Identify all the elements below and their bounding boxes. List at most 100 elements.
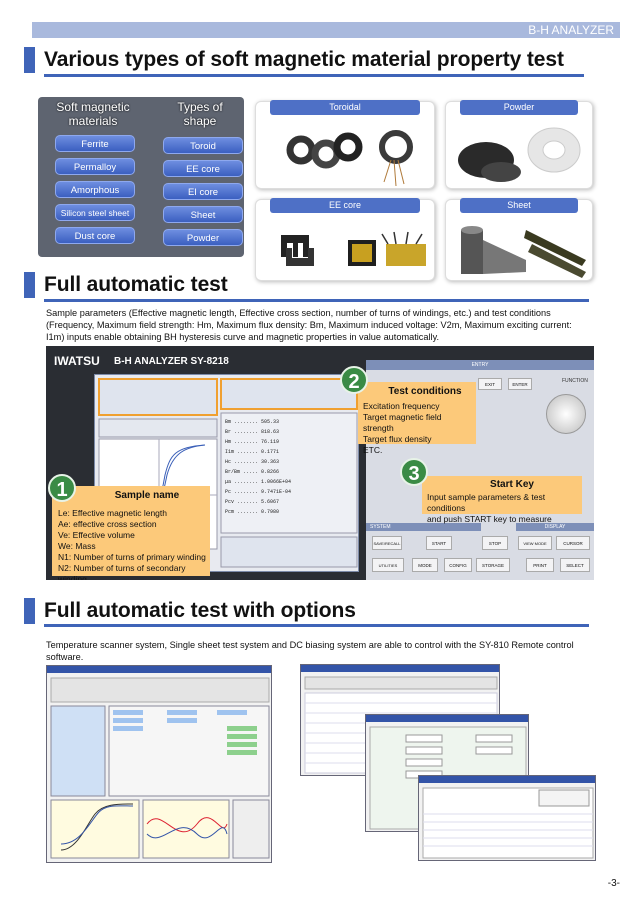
page-number: -3-	[607, 878, 620, 889]
section-title: Various types of soft magnetic material …	[44, 48, 564, 71]
window-titlebar	[366, 715, 528, 722]
photo-label: Toroidal	[270, 100, 420, 115]
section-heading-1: Various types of soft magnetic material …	[24, 45, 564, 75]
start-button[interactable]: START	[426, 536, 452, 550]
brand-logo: IWATSU	[54, 354, 100, 368]
sheet-image	[461, 226, 586, 278]
callout-title: Sample name	[114, 490, 180, 501]
svg-text:I1m ....... 0.1771: I1m ....... 0.1771	[225, 449, 279, 455]
material-item: Silicon steel sheet	[55, 204, 135, 221]
select-button[interactable]: SELECT	[560, 558, 590, 572]
svg-text:Bm ........ 505.33: Bm ........ 505.33	[225, 419, 279, 425]
section-underline	[44, 74, 584, 77]
materials-column-title: Soft magnetic materials	[56, 100, 130, 128]
mode-button[interactable]: MODE	[412, 558, 438, 572]
utilities-button[interactable]: UTILITIES	[372, 558, 404, 572]
callout-line: Input sample parameters & test condition…	[427, 492, 546, 513]
callout-line: ETC.	[363, 445, 383, 455]
section-underline	[44, 299, 589, 302]
svg-text:Br/Bm ..... 0.8266: Br/Bm ..... 0.8266	[225, 469, 279, 475]
entry-label: ENTRY	[366, 360, 594, 370]
photo-toroidal: Toroidal	[255, 100, 435, 189]
toroid-image	[286, 130, 413, 187]
material-item: Ferrite	[55, 135, 135, 152]
svg-text:Br ........ 818.63: Br ........ 818.63	[225, 429, 279, 435]
software-list-graphic	[422, 787, 594, 859]
remote-software-screenshot-4	[418, 775, 596, 861]
photo-sheet: Sheet	[445, 198, 593, 281]
callout-title: Start Key	[490, 479, 534, 490]
device-lcd: Bm ........ 505.33 Br ........ 818.63 Hm …	[94, 374, 359, 572]
header-label: B-H ANALYZER	[528, 23, 614, 37]
options-description: Temperature scanner system, Single sheet…	[46, 640, 574, 662]
material-item: Amorphous	[55, 181, 135, 198]
heading-marker	[24, 47, 35, 73]
materials-box: Soft magnetic materials Types of shape F…	[38, 97, 244, 257]
callout-line: N1: Number of turns of primary winding	[58, 552, 206, 562]
material-item: Dust core	[55, 227, 135, 244]
svg-text:Hm ........ 76.119: Hm ........ 76.119	[225, 439, 279, 445]
enter-button[interactable]: ENTER	[508, 378, 532, 390]
window-titlebar	[419, 776, 595, 783]
print-button[interactable]: PRINT	[526, 558, 554, 572]
view-mode-button[interactable]: VIEW MODE	[518, 536, 552, 550]
ee-core-image	[281, 231, 426, 266]
photo-powder: Powder	[445, 100, 593, 189]
material-item: Permalloy	[55, 158, 135, 175]
callout-line: Le: Effective magnetic length	[58, 508, 167, 518]
rotary-knob[interactable]	[546, 394, 586, 434]
exit-button[interactable]: EXIT	[478, 378, 502, 390]
callout-line: Ve: Effective volume	[58, 530, 135, 540]
step-badge-3: 3	[400, 458, 428, 486]
stop-button[interactable]: STOP	[482, 536, 508, 550]
svg-text:Pcm ....... 0.7980: Pcm ....... 0.7980	[225, 509, 279, 515]
auto-test-description: Sample parameters (Effective magnetic le…	[46, 308, 572, 342]
window-titlebar	[47, 666, 271, 673]
software-ui-graphic	[50, 677, 270, 859]
shape-item: Powder	[163, 229, 243, 246]
section-heading-3: Full automatic test with options	[24, 596, 356, 626]
svg-text:Hc ........ 30.363: Hc ........ 30.363	[225, 459, 279, 465]
photo-ee-core: EE core	[255, 198, 435, 281]
callout-line: and push START key to measure	[427, 514, 552, 524]
heading-marker	[24, 598, 35, 624]
shape-column-title: Types of shape	[177, 100, 223, 128]
system-label: SYSTEM	[366, 523, 481, 531]
section-title: Full automatic test with options	[44, 599, 356, 622]
remote-software-screenshot-1	[46, 665, 272, 863]
analyzer-screenshot: IWATSU B-H ANALYZER SY-8218 Bm ........ …	[46, 346, 594, 580]
save-recall-button[interactable]: SAVE/RECALL	[372, 536, 402, 550]
display-label: DISPLAY	[516, 523, 594, 531]
photo-label: EE core	[270, 198, 420, 213]
window-titlebar	[301, 665, 499, 672]
callout-line: Excitation frequency	[363, 401, 440, 411]
svg-text:Pc ........ 9.7471E-04: Pc ........ 9.7471E-04	[225, 489, 291, 495]
callout-test-conditions: Test conditions Excitation frequency Tar…	[358, 382, 476, 455]
section-title: Full automatic test	[44, 273, 228, 296]
callout-line: Target flux density	[363, 434, 432, 444]
step-badge-2: 2	[340, 366, 368, 394]
step-badge-1: 1	[48, 474, 76, 502]
shape-item: EE core	[163, 160, 243, 177]
shape-item: EI core	[163, 183, 243, 200]
config-button[interactable]: CONFIG	[444, 558, 472, 572]
callout-title: Test conditions	[388, 386, 462, 397]
photo-label: Powder	[460, 100, 578, 115]
cursor-button[interactable]: CURSOR	[556, 536, 590, 550]
photo-label: Sheet	[460, 198, 578, 213]
header-bar: B-H ANALYZER	[32, 22, 620, 38]
section-heading-2: Full automatic test	[24, 270, 228, 300]
callout-start-key: Start Key Input sample parameters & test…	[422, 476, 582, 524]
model-name: B-H ANALYZER SY-8218	[114, 356, 229, 367]
heading-marker	[24, 272, 35, 298]
svg-text:Pcv ....... 5.6067: Pcv ....... 5.6067	[225, 499, 279, 505]
callout-line: Target magnetic field strength	[363, 412, 442, 433]
function-label: FUNCTION	[562, 378, 588, 384]
shape-item: Toroid	[163, 137, 243, 154]
svg-text:μa ........ 1.0066E+04: μa ........ 1.0066E+04	[225, 479, 291, 485]
callout-line: We: Mass	[58, 541, 96, 551]
shape-item: Sheet	[163, 206, 243, 223]
callout-sample-name: Sample name Le: Effective magnetic lengt…	[52, 486, 210, 580]
section-underline	[44, 624, 589, 627]
storage-button[interactable]: STORAGE	[476, 558, 510, 572]
